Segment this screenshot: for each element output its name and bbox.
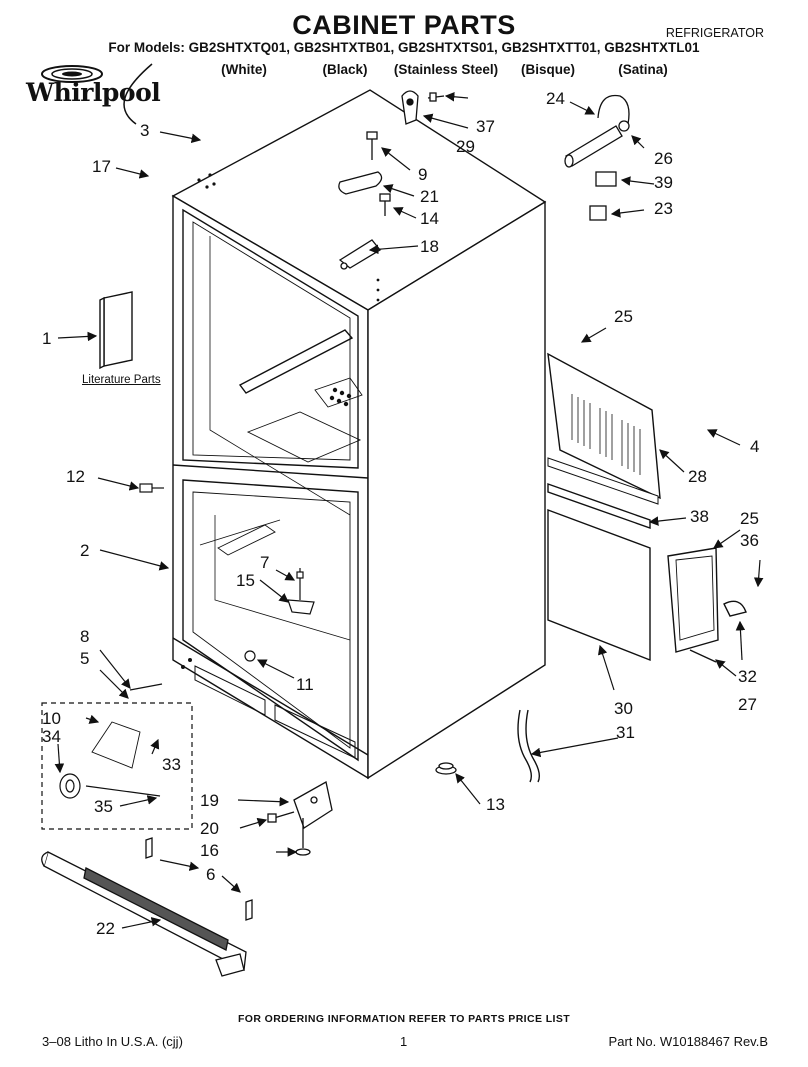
ordering-note: FOR ORDERING INFORMATION REFER TO PARTS … <box>237 1013 571 1025</box>
callout-1: 1 <box>42 329 51 348</box>
brand-logo: Whirlpool <box>26 78 161 107</box>
callout-18: 18 <box>420 237 439 256</box>
callout-16: 16 <box>200 841 219 860</box>
finish-bisque: (Bisque) <box>521 62 575 77</box>
literature-pack <box>99 291 133 370</box>
category-label: REFRIGERATOR <box>665 26 764 40</box>
callout-4: 4 <box>750 437 759 456</box>
kickplate-parts <box>547 457 659 662</box>
callout-10: 10 <box>42 709 61 728</box>
callout-17: 17 <box>92 157 111 176</box>
whirlpool-logo-swirl <box>41 63 153 125</box>
fasteners <box>129 483 315 691</box>
callout-25a: 25 <box>614 307 633 326</box>
callout-13: 13 <box>486 795 505 814</box>
part-number: Part No. W10188467 Rev.B <box>608 1034 768 1049</box>
callout-5: 5 <box>80 649 89 668</box>
callout-2: 2 <box>80 541 89 560</box>
finish-satina: (Satina) <box>618 62 668 77</box>
callout-32: 32 <box>738 667 757 686</box>
cabinet-shell <box>171 89 547 780</box>
finish-white: (White) <box>221 62 267 77</box>
callout-21: 21 <box>420 187 439 206</box>
callout-9: 9 <box>418 165 427 184</box>
model-list: For Models: GB2SHTXTQ01, GB2SHTXTB01, GB… <box>108 40 700 55</box>
callout-25b: 25 <box>740 509 759 528</box>
callout-31: 31 <box>616 723 635 742</box>
callout-15: 15 <box>236 571 255 590</box>
drain-hose <box>517 709 541 783</box>
callout-3: 3 <box>140 121 149 140</box>
finish-row: (White) (Black) (Stainless Steel) (Bisqu… <box>0 62 808 80</box>
roller-kit-box <box>41 702 193 830</box>
callout-28: 28 <box>688 467 707 486</box>
callout-37: 37 <box>476 117 495 136</box>
callout-26: 26 <box>654 149 673 168</box>
finish-stainless: (Stainless Steel) <box>393 62 499 77</box>
callout-7: 7 <box>260 553 269 572</box>
callout-30: 30 <box>614 699 633 718</box>
top-hinge <box>401 90 445 125</box>
callout-35: 35 <box>94 797 113 816</box>
callout-12: 12 <box>66 467 85 486</box>
callout-22: 22 <box>96 919 115 938</box>
callout-29: 29 <box>456 137 475 156</box>
page-number: 1 <box>400 1034 408 1049</box>
callout-33: 33 <box>162 755 181 774</box>
callout-38: 38 <box>690 507 709 526</box>
litho-info: 3–08 Litho In U.S.A. (cjj) <box>42 1034 183 1049</box>
callout-19: 19 <box>200 791 219 810</box>
callout-14: 14 <box>420 209 439 228</box>
rubber-foot <box>435 762 457 775</box>
callout-34: 34 <box>42 727 61 746</box>
water-tube-assembly <box>564 94 630 221</box>
callout-20: 20 <box>200 819 219 838</box>
rear-access-panel <box>547 352 661 500</box>
compressor-bracket <box>667 547 747 663</box>
callout-39: 39 <box>654 173 673 192</box>
base-grille <box>41 837 253 977</box>
callout-27: 27 <box>738 695 757 714</box>
callout-6: 6 <box>206 865 215 884</box>
page-title: CABINET PARTS <box>292 10 516 40</box>
finish-black: (Black) <box>322 62 368 77</box>
callout-23: 23 <box>654 199 673 218</box>
literature-parts-label: Literature Parts <box>82 374 161 386</box>
callout-36: 36 <box>740 531 759 550</box>
callout-11: 11 <box>296 675 314 694</box>
callout-8: 8 <box>80 627 89 646</box>
callout-24: 24 <box>546 89 565 108</box>
leveling-bracket <box>267 781 333 856</box>
